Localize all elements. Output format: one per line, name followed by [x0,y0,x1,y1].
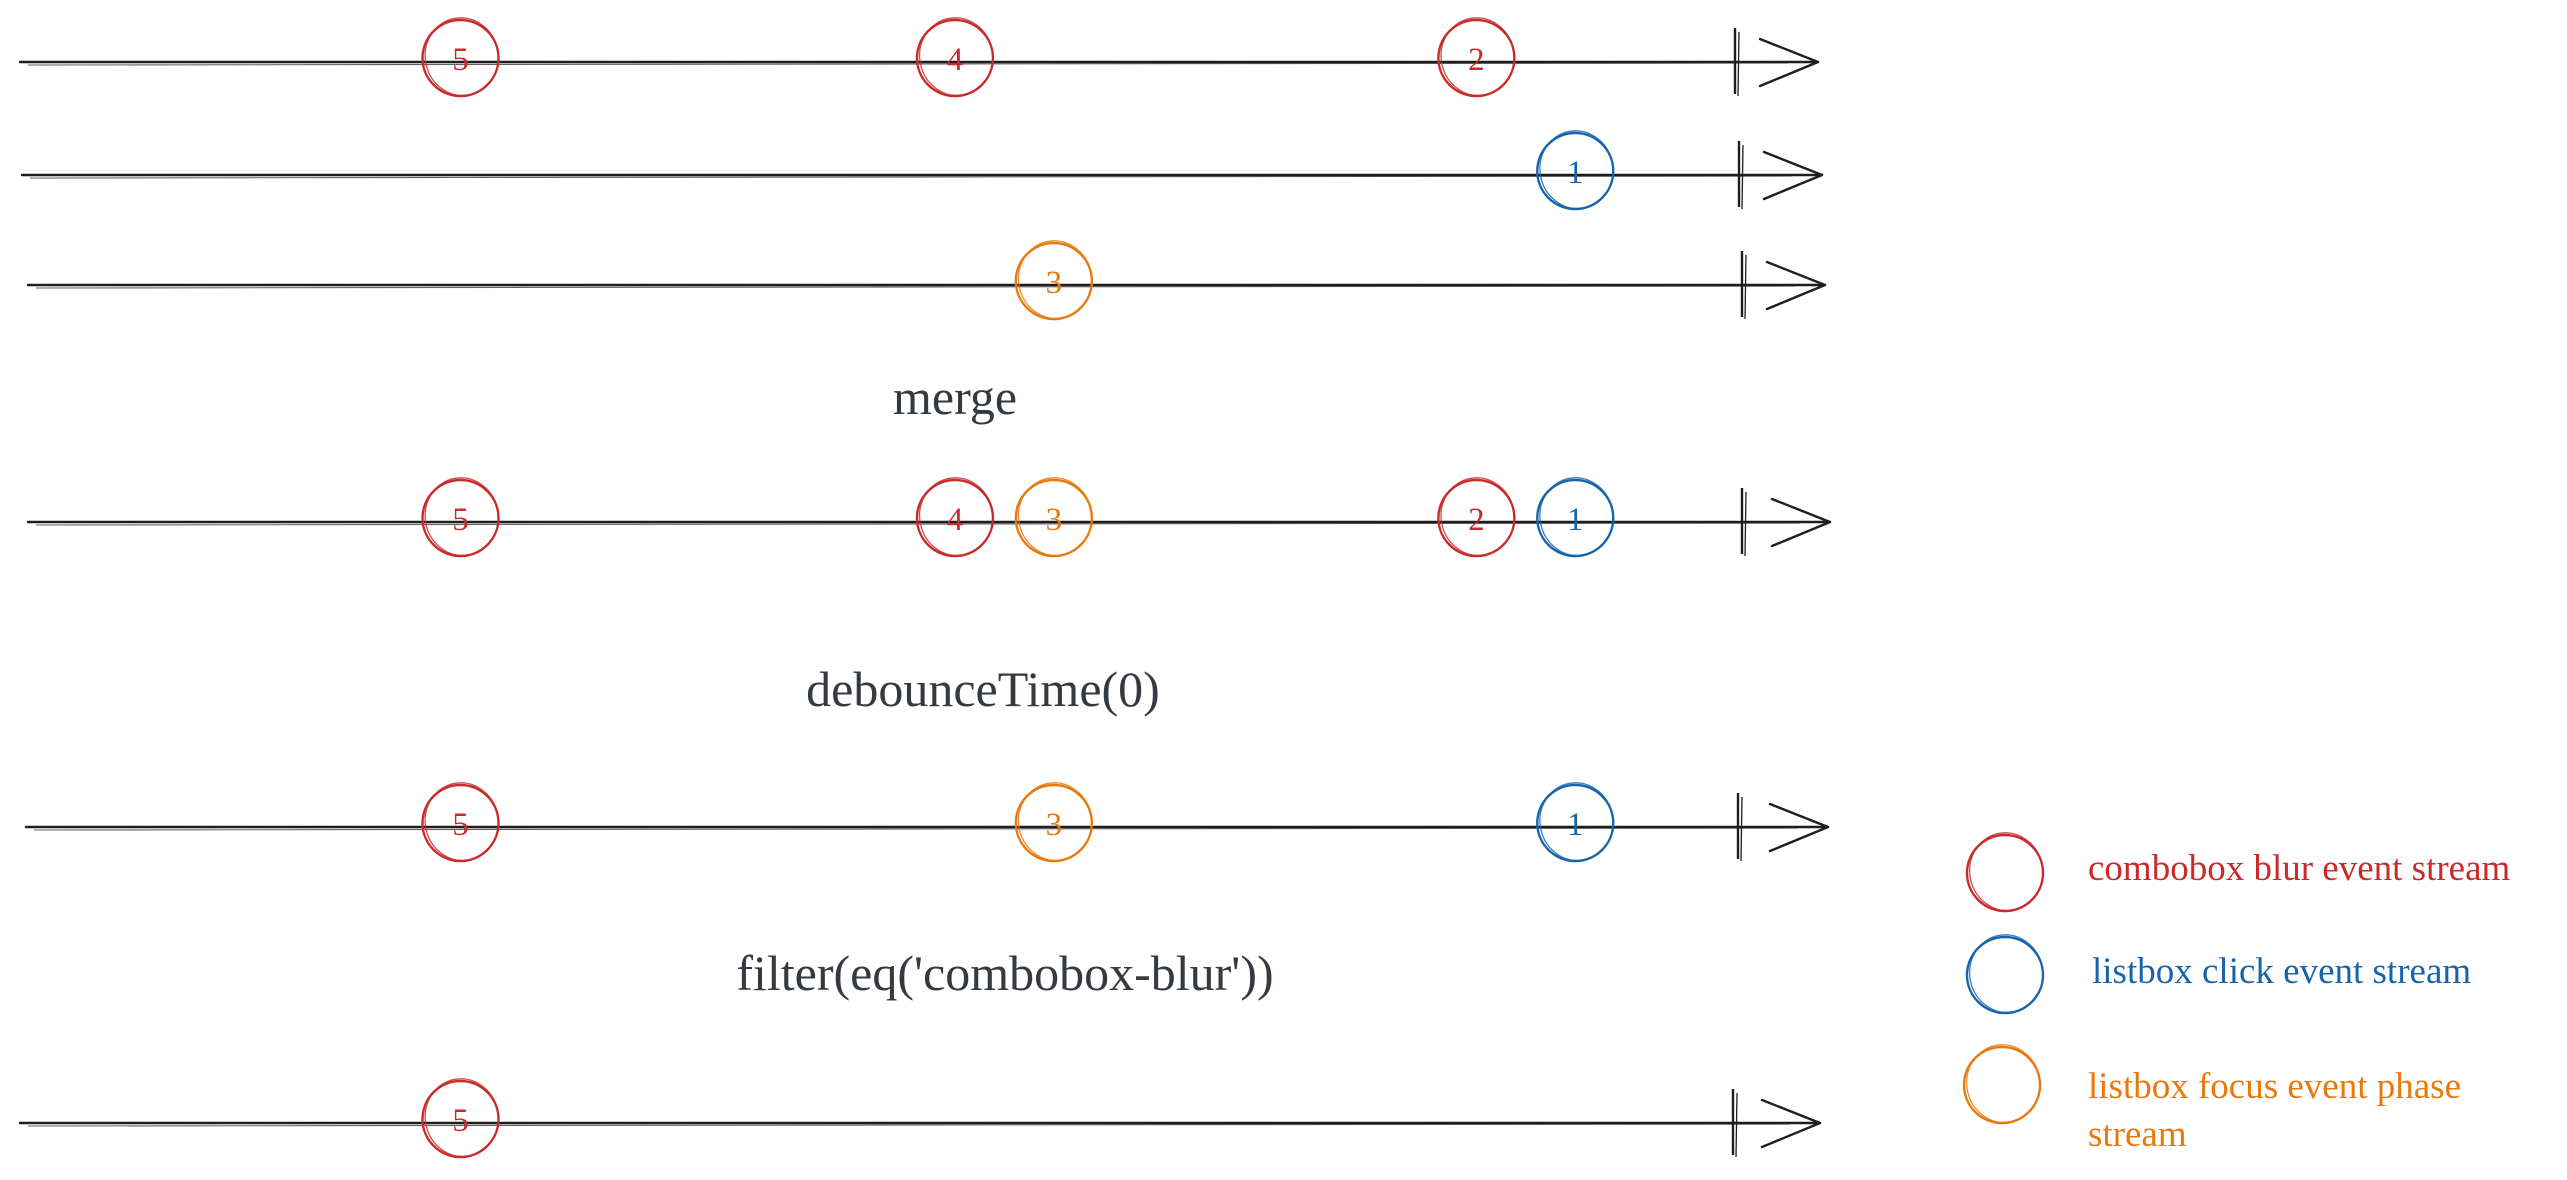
marble-circle-sketch [918,17,994,97]
marble-circle-sketch [424,477,500,557]
marble-circle-sketch [1539,477,1614,557]
stream-input-focus: 3 [26,240,1827,321]
operator-debounce: debounceTime(0) [806,661,1160,717]
stream-merged: 5 4 3 2 1 [26,477,1832,558]
marble-circle-sketch [424,17,500,97]
marble-orange-3: 3 [1014,782,1094,863]
legend-label: stream [2088,1114,2187,1155]
legend-item-red: combobox blur event stream [1965,832,2511,913]
marble-label: 5 [452,502,469,538]
timeline-axis-sketch [27,62,1789,66]
marble-circle-sketch [1539,130,1614,210]
marble-circle-sketch [1017,240,1093,320]
legend-swatch-blue [1965,934,2045,1015]
marble-red-5: 5 [421,477,500,558]
marble-label: 2 [1468,502,1485,538]
marble-red-4: 4 [915,17,995,98]
marble-label: 1 [1567,502,1584,538]
marble-circle-sketch [1017,477,1093,557]
marble-blue-1: 1 [1536,477,1615,558]
legend-label: listbox click event stream [2092,951,2471,992]
legend-label: listbox focus event phase [2088,1066,2461,1107]
marble-red-2: 2 [1437,477,1516,558]
completion-tick-sketch [1744,254,1747,320]
completion-tick-sketch [1744,491,1747,557]
marble-label: 4 [947,42,964,78]
stream-filtered: 5 [18,1078,1822,1159]
timeline-axis-sketch [27,1123,1791,1127]
arrow-head-icon [1758,37,1820,88]
legend: combobox blur event stream listbox click … [1962,832,2511,1155]
marble-circle-sketch [1440,477,1515,557]
arrow-head-icon [1768,802,1830,853]
marble-orange-3: 3 [1014,240,1094,321]
marble-circle-sketch [1968,832,2044,912]
marble-label: 1 [1567,807,1584,843]
stream-debounced: 5 3 1 [24,782,1830,863]
completion-tick-sketch [1741,144,1744,210]
marble-blue-1: 1 [1536,130,1615,211]
marble-circle-sketch [1017,782,1093,862]
marble-red-4: 4 [915,477,995,558]
stream-input-blur: 5 4 2 [18,17,1820,98]
marble-blue-1: 1 [1536,782,1615,863]
timeline-axis-sketch [33,827,1799,831]
arrow-head-icon [1765,260,1827,311]
legend-item-blue: listbox click event stream [1965,934,2471,1015]
legend-swatch-red [1965,832,2045,913]
marble-label: 5 [452,42,469,78]
marble-circle-sketch [424,782,500,862]
marble-label: 2 [1468,42,1485,78]
legend-item-orange: listbox focus event phase stream [1962,1044,2461,1155]
timeline-axis-sketch [35,285,1796,289]
legend-label: combobox blur event stream [2088,848,2511,889]
marble-orange-3: 3 [1014,477,1094,558]
marble-label: 3 [1046,502,1063,538]
marble-label: 4 [947,502,964,538]
marble-circle-sketch [1965,1044,2041,1124]
stream-input-click: 1 [20,130,1824,211]
marble-label: 5 [452,807,469,843]
marble-label: 3 [1046,807,1063,843]
marble-red-5: 5 [421,17,500,98]
marble-circle-sketch [1968,934,2044,1014]
timeline-axis-sketch [29,175,1793,179]
arrow-head-icon [1770,497,1832,548]
operator-merge: merge [893,369,1017,425]
marble-red-5: 5 [421,782,500,863]
marble-circle-sketch [1539,782,1614,862]
streams-layer: 5 4 2 1 3 5 4 3 2 1 5 3 1 5 [18,17,1832,1159]
arrow-head-icon [1762,150,1824,201]
marble-red-2: 2 [1437,17,1516,98]
marble-circle-sketch [1440,17,1515,97]
operator-filter: filter(eq('combobox-blur')) [736,945,1273,1001]
completion-tick-sketch [1740,796,1743,862]
marble-label: 5 [452,1103,469,1139]
marble-red-5: 5 [421,1078,500,1159]
marble-label: 1 [1567,155,1584,191]
marble-label: 3 [1046,265,1063,301]
marble-circle-sketch [918,477,994,557]
marble-circle-sketch [424,1078,500,1158]
arrow-head-icon [1760,1098,1822,1149]
completion-tick-sketch [1737,31,1740,97]
legend-swatch-orange [1962,1044,2042,1125]
completion-tick-sketch [1735,1092,1738,1158]
